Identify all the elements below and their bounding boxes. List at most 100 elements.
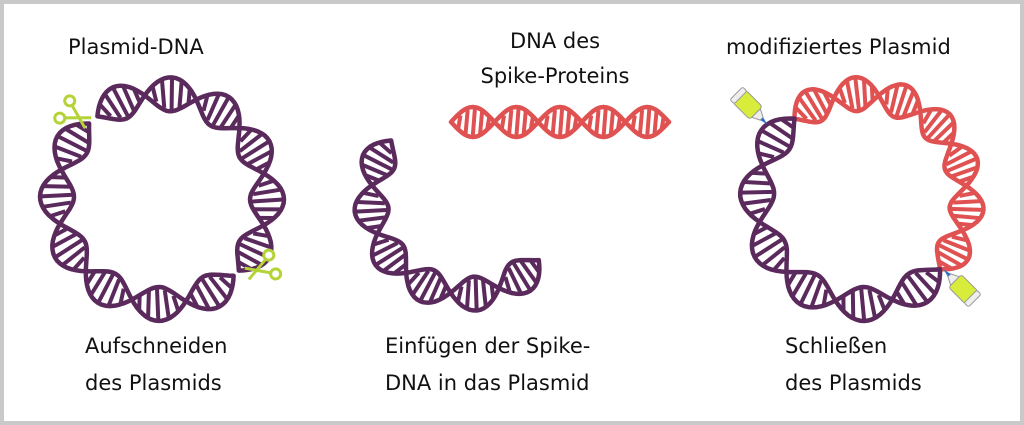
base-pair-rung	[931, 121, 955, 144]
base-pair-rung	[240, 140, 270, 161]
base-pair-rung	[572, 115, 579, 129]
base-pair-rung	[418, 270, 438, 302]
base-pair-rung	[637, 109, 645, 135]
base-pair-rung	[499, 115, 507, 129]
spike-protein-dna	[448, 104, 672, 140]
base-pair-rung	[506, 267, 523, 294]
base-pair-rung	[407, 271, 421, 286]
plasmid-dna-title: Plasmid-DNA	[68, 35, 204, 59]
base-pair-rung	[751, 230, 779, 248]
base-pair-rung	[456, 285, 464, 302]
base-pair-rung	[899, 280, 918, 306]
base-pair-rung	[769, 121, 795, 141]
base-pair-rung	[188, 291, 199, 307]
base-pair-rung	[132, 89, 143, 105]
base-pair-rung	[250, 197, 284, 204]
base-pair-rung	[867, 289, 877, 318]
base-pair-rung	[52, 231, 79, 249]
base-pair-rung	[365, 173, 382, 183]
base-pair-rung	[50, 209, 66, 218]
base-pair-rung	[160, 80, 167, 108]
base-pair-rung	[463, 109, 470, 135]
base-pair-rung	[956, 221, 972, 227]
base-pair-rung	[245, 149, 272, 167]
base-pair-rung	[252, 187, 281, 197]
base-pair-rung	[177, 81, 184, 110]
base-pair-rung	[951, 213, 980, 221]
base-pair-rung	[238, 132, 263, 153]
scissors-icon	[53, 94, 92, 129]
base-pair-rung	[741, 189, 774, 195]
base-pair-rung	[749, 207, 766, 216]
base-pair-rung	[205, 93, 221, 121]
base-pair-rung	[791, 270, 809, 297]
base-pair-rung	[393, 261, 409, 275]
base-pair-rung	[372, 241, 399, 258]
base-pair-rung	[921, 109, 933, 125]
base-pair-rung	[948, 145, 963, 158]
step2-caption-line1: Einfügen der Spike-	[385, 334, 591, 358]
base-pair-rung	[786, 270, 799, 286]
base-pair-rung	[951, 234, 968, 243]
base-pair-rung	[43, 200, 72, 209]
base-pair-rung	[150, 86, 159, 103]
base-pair-rung	[772, 256, 786, 271]
base-pair-rung	[518, 258, 538, 284]
base-pair-rung	[428, 275, 444, 303]
base-pair-rung	[925, 270, 940, 284]
base-pair-rung	[56, 156, 73, 164]
modified-plasmid-title: modifiziertes Plasmid	[726, 35, 951, 59]
base-pair-rung	[375, 245, 405, 267]
base-pair-rung	[228, 115, 241, 131]
helix-turn	[755, 116, 797, 168]
helix-turn	[496, 257, 542, 297]
base-pair-rung	[514, 107, 521, 137]
base-pair-rung	[804, 90, 825, 121]
base-pair-rung	[254, 161, 270, 172]
base-pair-rung	[503, 276, 512, 293]
helix-turn	[623, 104, 672, 140]
base-pair-rung	[925, 113, 951, 140]
plasmid-backbone	[737, 116, 943, 324]
base-pair-rung	[54, 237, 84, 259]
base-pair-rung	[859, 287, 867, 321]
base-pair-rung	[894, 85, 909, 118]
base-pair-rung	[894, 289, 906, 305]
base-pair-rung	[869, 86, 875, 103]
plasmid-ring-lower	[37, 121, 236, 324]
base-pair-rung	[794, 106, 808, 121]
base-pair-rung	[935, 249, 962, 267]
helix-turn	[234, 223, 274, 273]
glue-bottle-icon	[730, 87, 768, 125]
base-pair-rung	[630, 115, 637, 129]
base-pair-rung	[373, 237, 390, 247]
base-pair-rung	[355, 207, 388, 214]
base-pair-rung	[235, 249, 262, 267]
diagram-artwork	[37, 74, 986, 324]
inserted-spike-dna	[792, 74, 986, 272]
base-pair-rung	[193, 282, 211, 310]
base-pair-rung	[781, 118, 796, 131]
base-pair-rung	[959, 191, 975, 198]
base-pair-rung	[40, 192, 74, 199]
spike-dna-title-line1: DNA des	[509, 29, 601, 53]
base-pair-rung	[945, 156, 977, 174]
base-pair-rung	[905, 274, 929, 303]
base-pair-rung	[543, 115, 550, 129]
base-pair-rung	[465, 280, 471, 308]
base-pair-rung	[61, 245, 86, 267]
base-pair-rung	[949, 165, 978, 179]
base-pair-rung	[367, 223, 383, 230]
base-pair-rung	[758, 151, 775, 160]
base-pair-rung	[876, 294, 887, 310]
base-pair-rung	[357, 199, 385, 206]
base-pair-rung	[594, 109, 601, 135]
base-pair-rung	[953, 199, 981, 205]
base-pair-rung	[645, 107, 652, 137]
base-pair-rung	[252, 231, 269, 239]
base-pair-rung	[797, 96, 818, 122]
base-pair-rung	[910, 100, 920, 117]
base-pair-rung	[485, 115, 492, 129]
base-pair-rung	[438, 283, 449, 300]
base-pair-rung	[565, 109, 572, 135]
